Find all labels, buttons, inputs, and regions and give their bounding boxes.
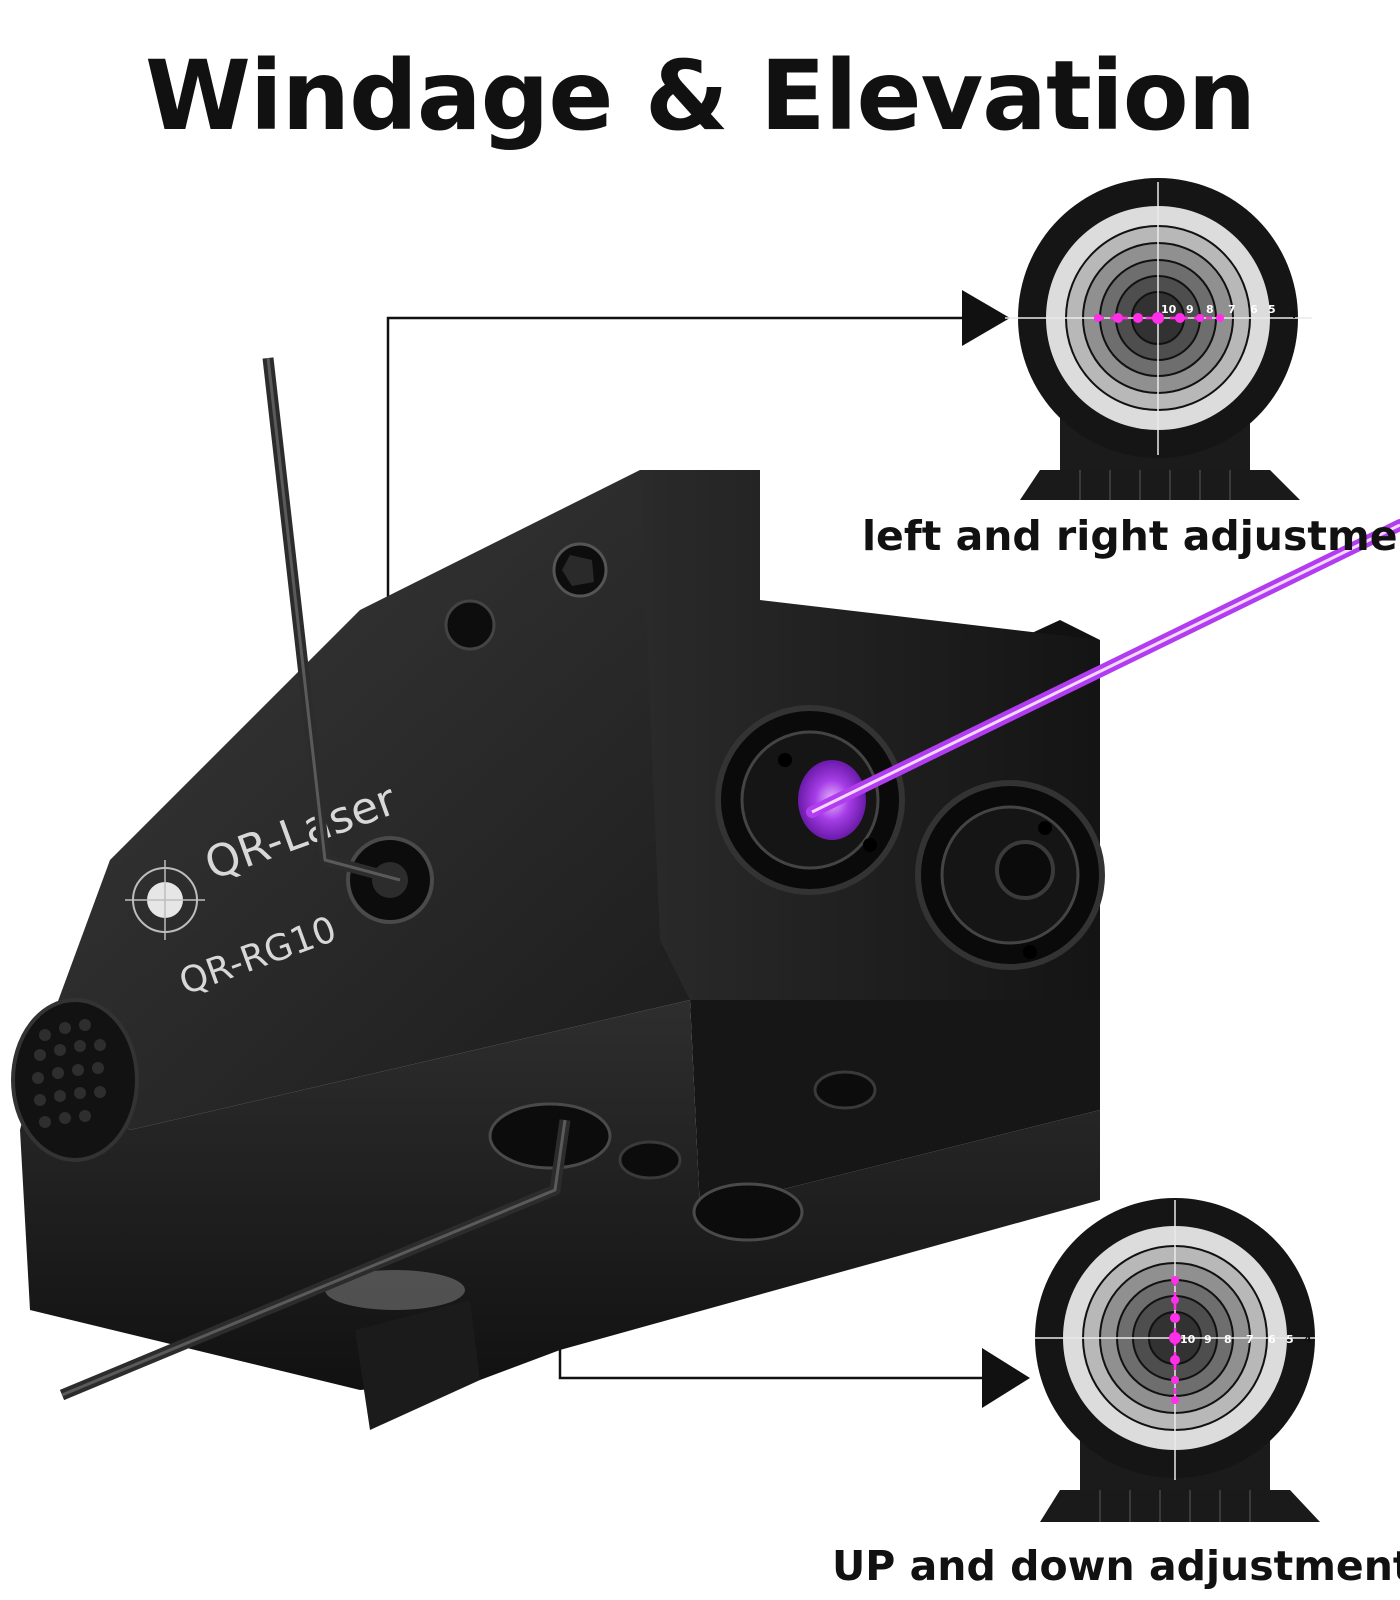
hex-key-elevation	[59, 1119, 571, 1401]
ring-number-5: 5	[1268, 303, 1276, 316]
page-title: Windage & Elevation	[144, 40, 1256, 152]
target-left-right: 10 9 8 7 6 5 4	[1005, 178, 1312, 500]
ring-number-4: 4	[1289, 308, 1297, 321]
ring-number-6: 6	[1268, 1333, 1276, 1346]
horizontal-impact-markers	[1094, 312, 1224, 324]
laser-device: QR-Laser QR-RG10	[11, 470, 1105, 1430]
ring-number-6: 6	[1250, 303, 1258, 316]
ring-number-7: 7	[1246, 1333, 1254, 1346]
ring-number-9: 9	[1186, 303, 1194, 316]
ring-number-4: 4	[1304, 1333, 1312, 1346]
ring-number-10: 10	[1180, 1333, 1196, 1346]
ring-number-5: 5	[1286, 1333, 1294, 1346]
target-up-down: 10 9 8 7 6 5 4	[1035, 1198, 1320, 1522]
caption-left-right: left and right adjustment	[862, 512, 1400, 560]
vertical-impact-markers	[1169, 1276, 1181, 1404]
ring-number-10: 10	[1161, 303, 1177, 316]
hex-key-windage	[262, 357, 402, 886]
ring-number-8: 8	[1206, 303, 1214, 316]
ring-number-7: 7	[1228, 303, 1236, 316]
caption-up-down: UP and down adjustment	[832, 1542, 1400, 1590]
ring-number-9: 9	[1204, 1333, 1212, 1346]
ring-number-8: 8	[1224, 1333, 1232, 1346]
